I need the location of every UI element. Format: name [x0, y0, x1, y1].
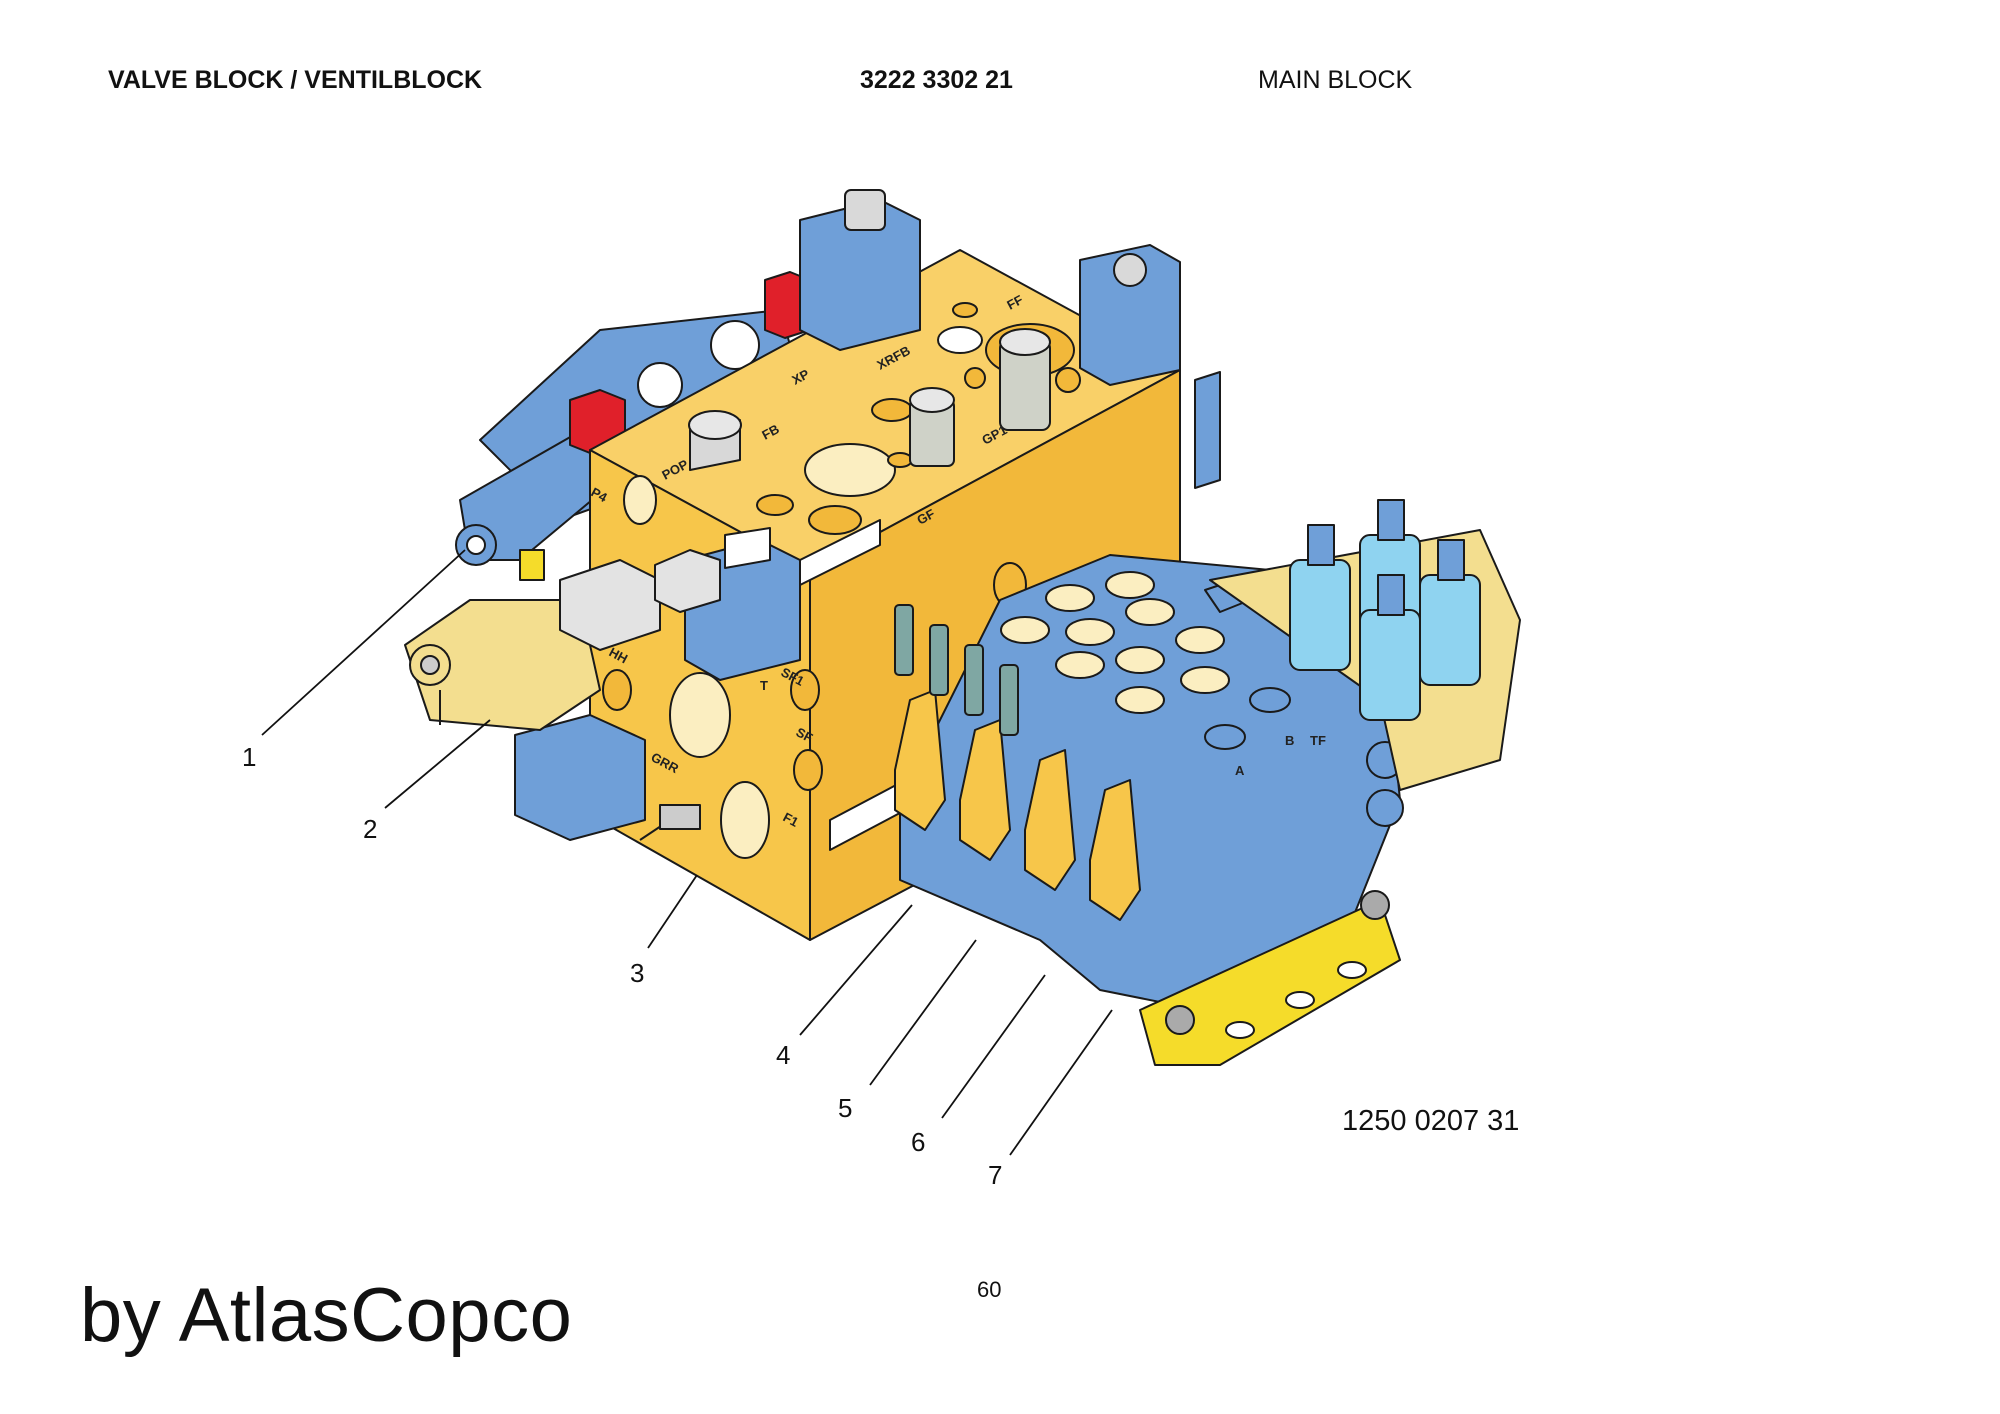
mounting-bracket [1139, 890, 1401, 1066]
leader-lines [261, 549, 1113, 1156]
drawing-number: 1250 0207 31 [1342, 1105, 1520, 1137]
port-label-f1: F1 [781, 809, 801, 829]
callout-6: 6 [911, 1127, 926, 1157]
top-plugs [688, 328, 1081, 471]
callout-5: 5 [838, 1093, 853, 1123]
top-solenoids [514, 189, 1221, 841]
callout-2: 2 [363, 814, 378, 844]
page-title: VALVE BLOCK / VENTILBLOCK [108, 66, 483, 94]
callout-7: 7 [988, 1160, 1003, 1190]
port-label-a: A [1235, 763, 1245, 778]
port-label-sf: SF [794, 724, 816, 745]
callout-4: 4 [776, 1040, 791, 1070]
port-label-fb: FB [759, 421, 781, 442]
rear-valve-body [455, 271, 811, 566]
brand-caption: by AtlasCopco [80, 1273, 573, 1358]
port-label-xp: XP [789, 366, 812, 388]
solenoid-stack [1209, 499, 1521, 791]
part-number: 3222 3302 21 [860, 66, 1013, 94]
page-number: 60 [977, 1277, 1002, 1302]
port-label-ff: FF [1004, 292, 1025, 313]
port-label-tf: TF [1310, 733, 1326, 748]
callout-1: 1 [242, 742, 257, 772]
section-label: MAIN BLOCK [1258, 66, 1413, 94]
left-fittings [404, 549, 721, 841]
lever-housings [894, 689, 1141, 921]
callout-3: 3 [630, 958, 645, 988]
pilot-fittings [894, 604, 1019, 736]
port-label-t: T [760, 678, 768, 693]
port-label-p4: P4 [589, 484, 611, 505]
port-label-b: B [1285, 733, 1294, 748]
